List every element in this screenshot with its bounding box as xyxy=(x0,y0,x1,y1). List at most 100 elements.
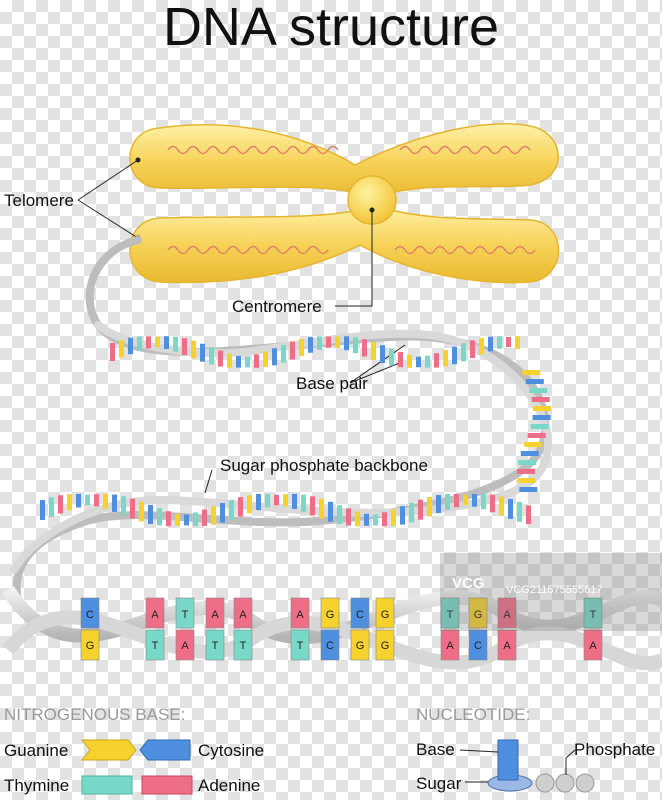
base-pair-rung xyxy=(416,356,421,368)
base-pair-rung xyxy=(146,336,151,349)
base-pair-rung xyxy=(532,415,551,420)
base-top-letter: A xyxy=(503,609,511,621)
base-pair-rung xyxy=(256,494,261,511)
base-pair-rung xyxy=(463,494,468,506)
base-pair-rung xyxy=(110,343,115,361)
base-pair-rung xyxy=(193,512,198,527)
base-pair-rung xyxy=(67,494,72,511)
base-bottom-letter: C xyxy=(474,640,482,652)
base-pair-rung xyxy=(112,494,117,512)
base-pair-rung xyxy=(139,501,144,522)
base-pair-rung xyxy=(182,338,187,355)
guanine-label: Guanine xyxy=(4,741,69,760)
base-pair-rung xyxy=(497,336,502,349)
base-pair-rung xyxy=(443,350,448,367)
base-top xyxy=(320,597,340,629)
base-top xyxy=(583,597,603,629)
base-top xyxy=(468,597,488,629)
centromere-label: Centromere xyxy=(232,297,322,316)
base-top xyxy=(145,597,165,629)
base-pair-rung xyxy=(328,501,333,522)
bottom-strand-b xyxy=(2,610,662,671)
base-pair-rung xyxy=(184,514,189,526)
base-pair-rung xyxy=(263,351,268,368)
base-pair-rung xyxy=(517,469,536,474)
base-pair-rung xyxy=(425,355,430,368)
base-pair-rung xyxy=(209,347,214,365)
base-pair-rung xyxy=(247,495,252,514)
base-pair-rung xyxy=(290,341,295,360)
base-pair-rung xyxy=(166,511,171,527)
base-bottom xyxy=(320,629,340,661)
base-pair-rung xyxy=(103,493,108,509)
base-pair-rung xyxy=(371,341,376,360)
base-bottom-letter: A xyxy=(503,640,511,652)
base-pair-rung xyxy=(506,336,511,348)
watermark-logo: VCG xyxy=(452,575,485,592)
base-pair-rung xyxy=(517,478,536,483)
base-pair-rung xyxy=(164,336,169,350)
base-top-letter: A xyxy=(239,609,247,621)
base-bottom xyxy=(583,629,603,661)
sugar-label: Sugar xyxy=(416,774,462,793)
base-pair-rung xyxy=(173,336,178,352)
base-bottom xyxy=(468,629,488,661)
base-top xyxy=(175,597,195,629)
base-pair-rung xyxy=(481,493,486,510)
base-top-letter: G xyxy=(326,609,335,621)
base-pair-rung xyxy=(337,505,342,525)
base-top xyxy=(440,597,460,629)
base-pair-rung xyxy=(454,493,459,508)
base-pair-rung xyxy=(236,355,241,368)
base-pair-rung xyxy=(85,494,90,506)
base-top xyxy=(497,597,517,629)
guanine-swatch xyxy=(80,739,137,761)
nucleotide-heading: NUCLEOTIDE: xyxy=(416,705,531,724)
base-pair-rung xyxy=(310,496,315,516)
base-top-letter: T xyxy=(590,609,597,621)
base-pair-rung xyxy=(299,338,304,357)
base-pair-rung xyxy=(346,508,351,526)
chromatid-upper xyxy=(129,123,559,199)
base-bottom-letter: T xyxy=(212,640,219,652)
base-pair-rung xyxy=(519,487,538,492)
base-pair-rung xyxy=(525,379,544,384)
base-bottom-letter: A xyxy=(446,640,454,652)
base-pair-rung xyxy=(130,498,135,519)
base-pair-rung xyxy=(326,336,331,348)
thymine-label: Thymine xyxy=(4,776,70,795)
base-bottom-letter: G xyxy=(381,640,390,652)
base-pair-rung xyxy=(49,497,54,517)
chromosome xyxy=(129,123,560,284)
watermark-id: VCG211575555617 xyxy=(506,584,603,596)
base-pair-rung xyxy=(524,442,543,447)
legend-swatches xyxy=(80,739,193,795)
base-pair-rung xyxy=(434,353,439,368)
base-bottom-letter: C xyxy=(326,640,334,652)
base-top-letter: C xyxy=(86,609,94,621)
base-pair-rung xyxy=(461,343,466,362)
base-pair-rung xyxy=(200,343,205,362)
base-pair-rung xyxy=(281,344,286,363)
cytosine-swatch xyxy=(139,739,191,761)
base-bottom xyxy=(350,629,370,661)
base-pair-rung xyxy=(389,348,394,366)
base-pair-rung xyxy=(526,505,531,525)
base-pair-rung xyxy=(364,513,369,526)
base-pair-rung xyxy=(490,494,495,513)
base-bottom-letter: G xyxy=(86,640,95,652)
base-pair-rung xyxy=(353,337,358,354)
base-bottom xyxy=(175,629,195,661)
base-pair-rung xyxy=(76,493,81,508)
base-pair-rung xyxy=(391,509,396,526)
base-pair-label: Base pair xyxy=(296,374,368,393)
base-bottom xyxy=(290,629,310,661)
base-top xyxy=(290,597,310,629)
base-pair-rung xyxy=(522,370,541,375)
base-pair-rung xyxy=(427,497,432,517)
base-pair-rung xyxy=(418,499,423,520)
base-pair-rung xyxy=(202,509,207,526)
nucleotide-illustration xyxy=(459,739,595,793)
base-pair-rung xyxy=(529,388,548,393)
